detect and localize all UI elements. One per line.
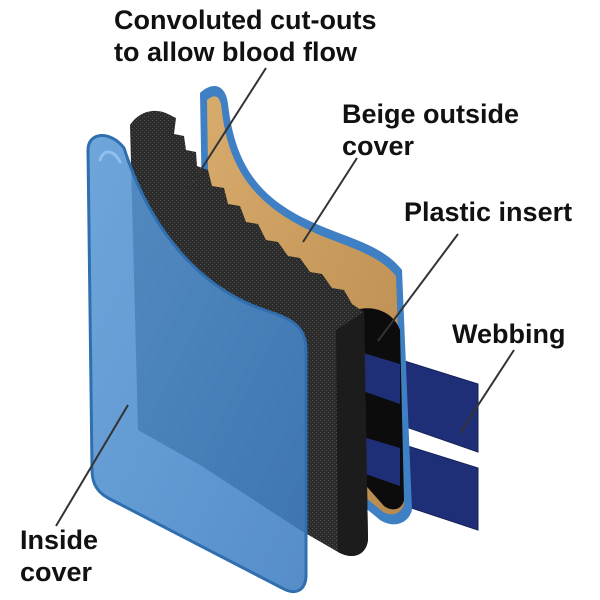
- label-beige-outside-cover-line1: Beige outside: [342, 99, 520, 129]
- label-beige-outside-cover: Beige outside cover: [342, 98, 519, 162]
- leader-line-webbing: [459, 349, 515, 434]
- label-convoluted-cutouts-line1: Convoluted cut-outs: [114, 5, 377, 35]
- leader-line-plastic: [377, 233, 459, 342]
- leader-line-beige: [302, 157, 358, 243]
- label-convoluted-cutouts: Convoluted cut-outs to allow blood flow: [114, 4, 376, 68]
- label-inside-cover-line2: cover: [20, 557, 93, 587]
- label-webbing: Webbing: [452, 318, 565, 350]
- leader-lines: [55, 67, 515, 527]
- label-convoluted-cutouts-line2: to allow blood flow: [114, 37, 357, 67]
- label-beige-outside-cover-line2: cover: [342, 131, 415, 161]
- leader-line-cutouts: [187, 67, 267, 191]
- leader-line-inside: [55, 404, 129, 527]
- label-webbing-line1: Webbing: [452, 319, 566, 349]
- label-inside-cover: Inside cover: [20, 524, 98, 588]
- inside-cover: [86, 134, 308, 593]
- label-inside-cover-line1: Inside: [20, 525, 99, 555]
- label-plastic-insert: Plastic insert: [404, 196, 572, 228]
- label-plastic-insert-line1: Plastic insert: [404, 197, 573, 227]
